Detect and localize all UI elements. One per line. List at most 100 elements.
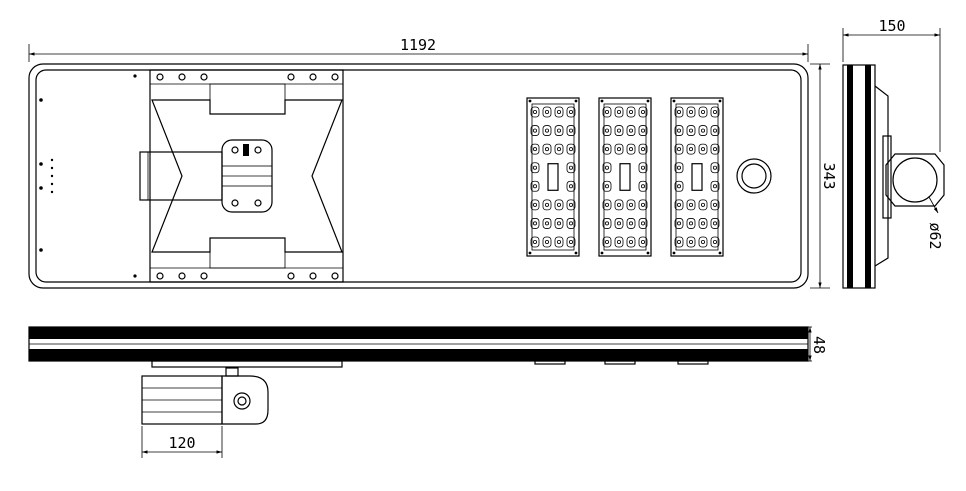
indicator-dots [39, 158, 54, 194]
led-chip [698, 199, 708, 211]
led-chip [542, 218, 552, 229]
led-chip [674, 162, 684, 174]
led-chip [614, 143, 624, 155]
thickness-label: 48 [810, 336, 828, 354]
led-chip [554, 125, 564, 136]
led-chip [698, 106, 708, 118]
front-view [28, 326, 809, 425]
led-chip [626, 218, 636, 229]
led-chip [698, 218, 708, 229]
led-chip [686, 199, 696, 211]
led-chip [638, 106, 648, 118]
led-chip [542, 106, 552, 118]
plate-bolts-bottom [156, 272, 339, 280]
led-chip [638, 125, 648, 136]
led-chip [638, 236, 648, 248]
led-chip [674, 180, 684, 192]
led-chip [614, 236, 624, 248]
led-chip [566, 218, 576, 229]
dimension-width: 343 [810, 63, 838, 289]
led-chip [530, 199, 540, 211]
pole-diameter-label: ø62 [926, 222, 944, 249]
led-chip [542, 125, 552, 136]
led-chip [614, 199, 624, 211]
dimension-bracket: 120 [141, 426, 223, 458]
led-chip [530, 106, 540, 118]
led-chip [698, 125, 708, 136]
led-module [598, 97, 652, 257]
led-chip [626, 199, 636, 211]
dimension-side-depth: 150 [842, 17, 941, 152]
dimension-thickness: 48 [808, 326, 828, 362]
led-chip [602, 180, 612, 192]
side-view [842, 64, 945, 289]
led-chip [674, 143, 684, 155]
led-chip [638, 199, 648, 211]
led-chip [674, 218, 684, 229]
led-chip [566, 106, 576, 118]
pole-clamp-octagon [885, 153, 945, 207]
led-chip [602, 162, 612, 174]
led-chip [710, 218, 720, 229]
led-chip [530, 162, 540, 174]
led-chip [530, 236, 540, 248]
led-chip [602, 125, 612, 136]
led-chip [602, 106, 612, 118]
led-modules [526, 97, 724, 257]
led-chip [554, 236, 564, 248]
dimension-pole-diameter: ø62 [926, 222, 944, 249]
led-chip [602, 143, 612, 155]
led-chip [710, 143, 720, 155]
left-screws [39, 74, 137, 278]
led-chip [542, 236, 552, 248]
led-chip [674, 106, 684, 118]
led-chip [710, 125, 720, 136]
led-chip [554, 199, 564, 211]
mounting-plate [149, 69, 344, 283]
led-module [670, 97, 724, 257]
light-sensor [736, 158, 772, 194]
led-chip [638, 218, 648, 229]
led-chip [626, 236, 636, 248]
bracket-length-label: 120 [168, 434, 195, 452]
led-chip [674, 236, 684, 248]
led-chip [566, 180, 576, 192]
led-chip [710, 106, 720, 118]
led-module [526, 97, 580, 257]
led-chip [554, 106, 564, 118]
led-chip [530, 180, 540, 192]
led-chip [686, 106, 696, 118]
length-label: 1192 [400, 36, 436, 54]
led-chip [602, 236, 612, 248]
led-chip [530, 143, 540, 155]
plate-bolts-top [156, 73, 339, 81]
led-chip [614, 125, 624, 136]
led-chip [614, 218, 624, 229]
dimension-length: 1192 [28, 36, 809, 62]
led-chip [566, 143, 576, 155]
led-chip [674, 125, 684, 136]
led-chip [638, 180, 648, 192]
led-chip [698, 236, 708, 248]
led-chip [614, 106, 624, 118]
led-chip [626, 143, 636, 155]
led-chip [686, 125, 696, 136]
led-chip [566, 236, 576, 248]
led-chip [626, 106, 636, 118]
top-view [28, 63, 809, 289]
led-chip [530, 218, 540, 229]
led-chip [626, 125, 636, 136]
led-chip [686, 143, 696, 155]
led-chip [566, 162, 576, 174]
led-chip [638, 162, 648, 174]
width-label: 343 [820, 162, 838, 189]
led-chip [554, 218, 564, 229]
led-chip [530, 125, 540, 136]
pole-circle [892, 157, 938, 203]
led-chip [686, 236, 696, 248]
led-chip [710, 199, 720, 211]
led-chip [698, 143, 708, 155]
housing-outline [28, 63, 809, 289]
led-chip [566, 199, 576, 211]
led-chip [674, 199, 684, 211]
